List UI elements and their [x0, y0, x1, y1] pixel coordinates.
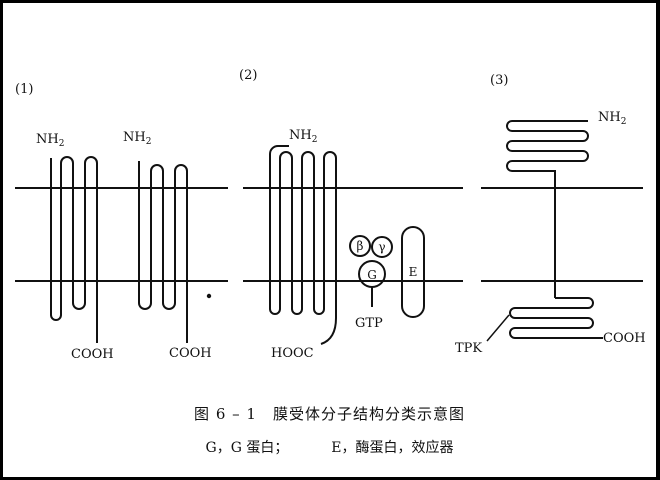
nh2-label-1b-base: NH [123, 130, 146, 145]
receptor-2-seven-pass-chain [269, 145, 337, 345]
hooc-label: HOOC [271, 346, 314, 361]
nh2-label-2-sub: 2 [311, 135, 318, 145]
g-subunit-label: G [367, 268, 377, 282]
receptor-1b-chain [138, 161, 188, 343]
cooh-label-1a: COOH [71, 347, 114, 362]
figure-caption: 图 6 – 1 膜受体分子结构分类示意图 [194, 405, 465, 423]
receptor-1a-chain [50, 156, 98, 343]
nh2-label-1a-base: NH [36, 132, 59, 147]
gtp-label: GTP [355, 316, 383, 331]
nh2-label-3-sub: 2 [620, 117, 627, 127]
receptor-3-extracellular-coils [506, 120, 589, 298]
gamma-subunit-label: γ [378, 240, 385, 254]
effector-label: E [409, 265, 418, 279]
legend-effector: E，酶蛋白，效应器 [331, 440, 454, 456]
tpk-pointer-line [486, 314, 510, 342]
panel-3-label: (3) [490, 73, 509, 88]
nh2-label-2-base: NH [289, 128, 312, 143]
cooh-label-3: COOH [603, 331, 646, 346]
g-protein-gamma-circle [371, 236, 393, 258]
beta-subunit-label: β [357, 239, 364, 253]
panel-1-label: (1) [15, 82, 34, 97]
legend-g-protein: G，G 蛋白； [205, 440, 289, 456]
stray-dot [206, 293, 212, 299]
nh2-label-3-base: NH [598, 110, 621, 125]
nh2-label-1b-sub: 2 [145, 137, 152, 147]
figure-legend: G，G 蛋白； E，酶蛋白，效应器 [3, 437, 656, 457]
tpk-label: TPK [455, 341, 483, 356]
nh2-label-1a-sub: 2 [58, 139, 65, 149]
membrane-receptor-diagram: β γ G E [15, 120, 643, 345]
panel-2-label: (2) [239, 68, 258, 83]
receptor-3-kinase-coils [509, 297, 603, 339]
cooh-label-1b: COOH [169, 346, 212, 361]
g-protein-beta-circle [349, 235, 371, 257]
effector-e-block [401, 226, 425, 318]
